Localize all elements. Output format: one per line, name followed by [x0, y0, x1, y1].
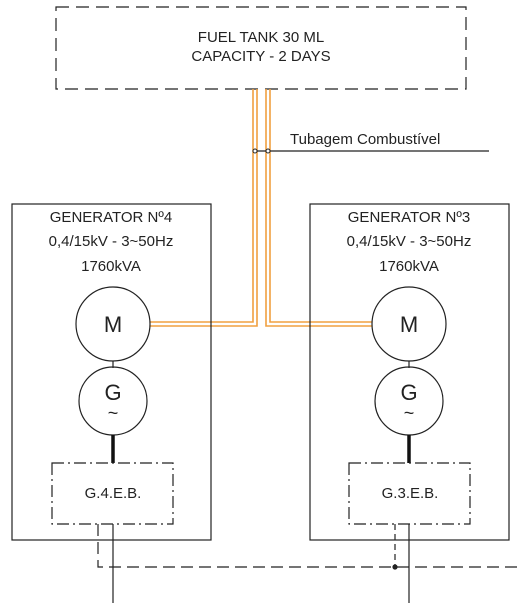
generator-3-power: 1760kVA: [379, 258, 439, 275]
output-cables: [112, 524, 410, 603]
generator-3-ac-symbol: ~: [404, 403, 415, 423]
generator-4-generator-label: G: [104, 380, 121, 405]
generator-4-enclosure: [11, 203, 212, 541]
fuel-tank: FUEL TANK 30 ML CAPACITY - 2 DAYS: [55, 6, 467, 90]
control-link-junction: [392, 564, 398, 570]
fuel-pipes: [150, 89, 372, 327]
fuel-pipe-gen3-inner: [265, 89, 372, 327]
control-link-bus: [97, 524, 519, 568]
fuel-tank-outline: [55, 6, 467, 90]
control-link: [97, 524, 519, 570]
generator-3-generator-label: G: [400, 380, 417, 405]
fuel-tank-label-line1: FUEL TANK 30 ML: [198, 29, 324, 46]
generator-4-power: 1760kVA: [81, 258, 141, 275]
fuel-tank-label-line2: CAPACITY - 2 DAYS: [191, 48, 330, 65]
fuel-pipe-gen3-outer: [269, 89, 372, 323]
generator-3-eb-label: G.3.E.B.: [382, 485, 439, 502]
generator-4-spec: 0,4/15kV - 3~50Hz: [49, 233, 174, 250]
generator-3: GENERATOR Nº3 0,4/15kV - 3~50Hz 1760kVA …: [309, 203, 510, 541]
generator-3-spec: 0,4/15kV - 3~50Hz: [347, 233, 472, 250]
pipe-label: Tubagem Combustível: [290, 131, 440, 148]
pipe-tap-dot-left: [252, 148, 258, 154]
generator-4-title: GENERATOR Nº4: [50, 209, 172, 226]
generator-4: GENERATOR Nº4 0,4/15kV - 3~50Hz 1760kVA …: [11, 203, 212, 541]
fuel-pipe-gen4-inner: [150, 89, 258, 327]
generator-3-title: GENERATOR Nº3: [348, 209, 470, 226]
generator-3-motor-label: M: [400, 312, 418, 337]
generator-4-motor-label: M: [104, 312, 122, 337]
generator-4-eb-label: G.4.E.B.: [85, 485, 142, 502]
pipe-tap-dot-right: [265, 148, 271, 154]
pipe-label-group: Tubagem Combustível: [252, 131, 489, 154]
generator-4-ac-symbol: ~: [108, 403, 119, 423]
fuel-pipe-gen4-outer: [150, 89, 254, 323]
